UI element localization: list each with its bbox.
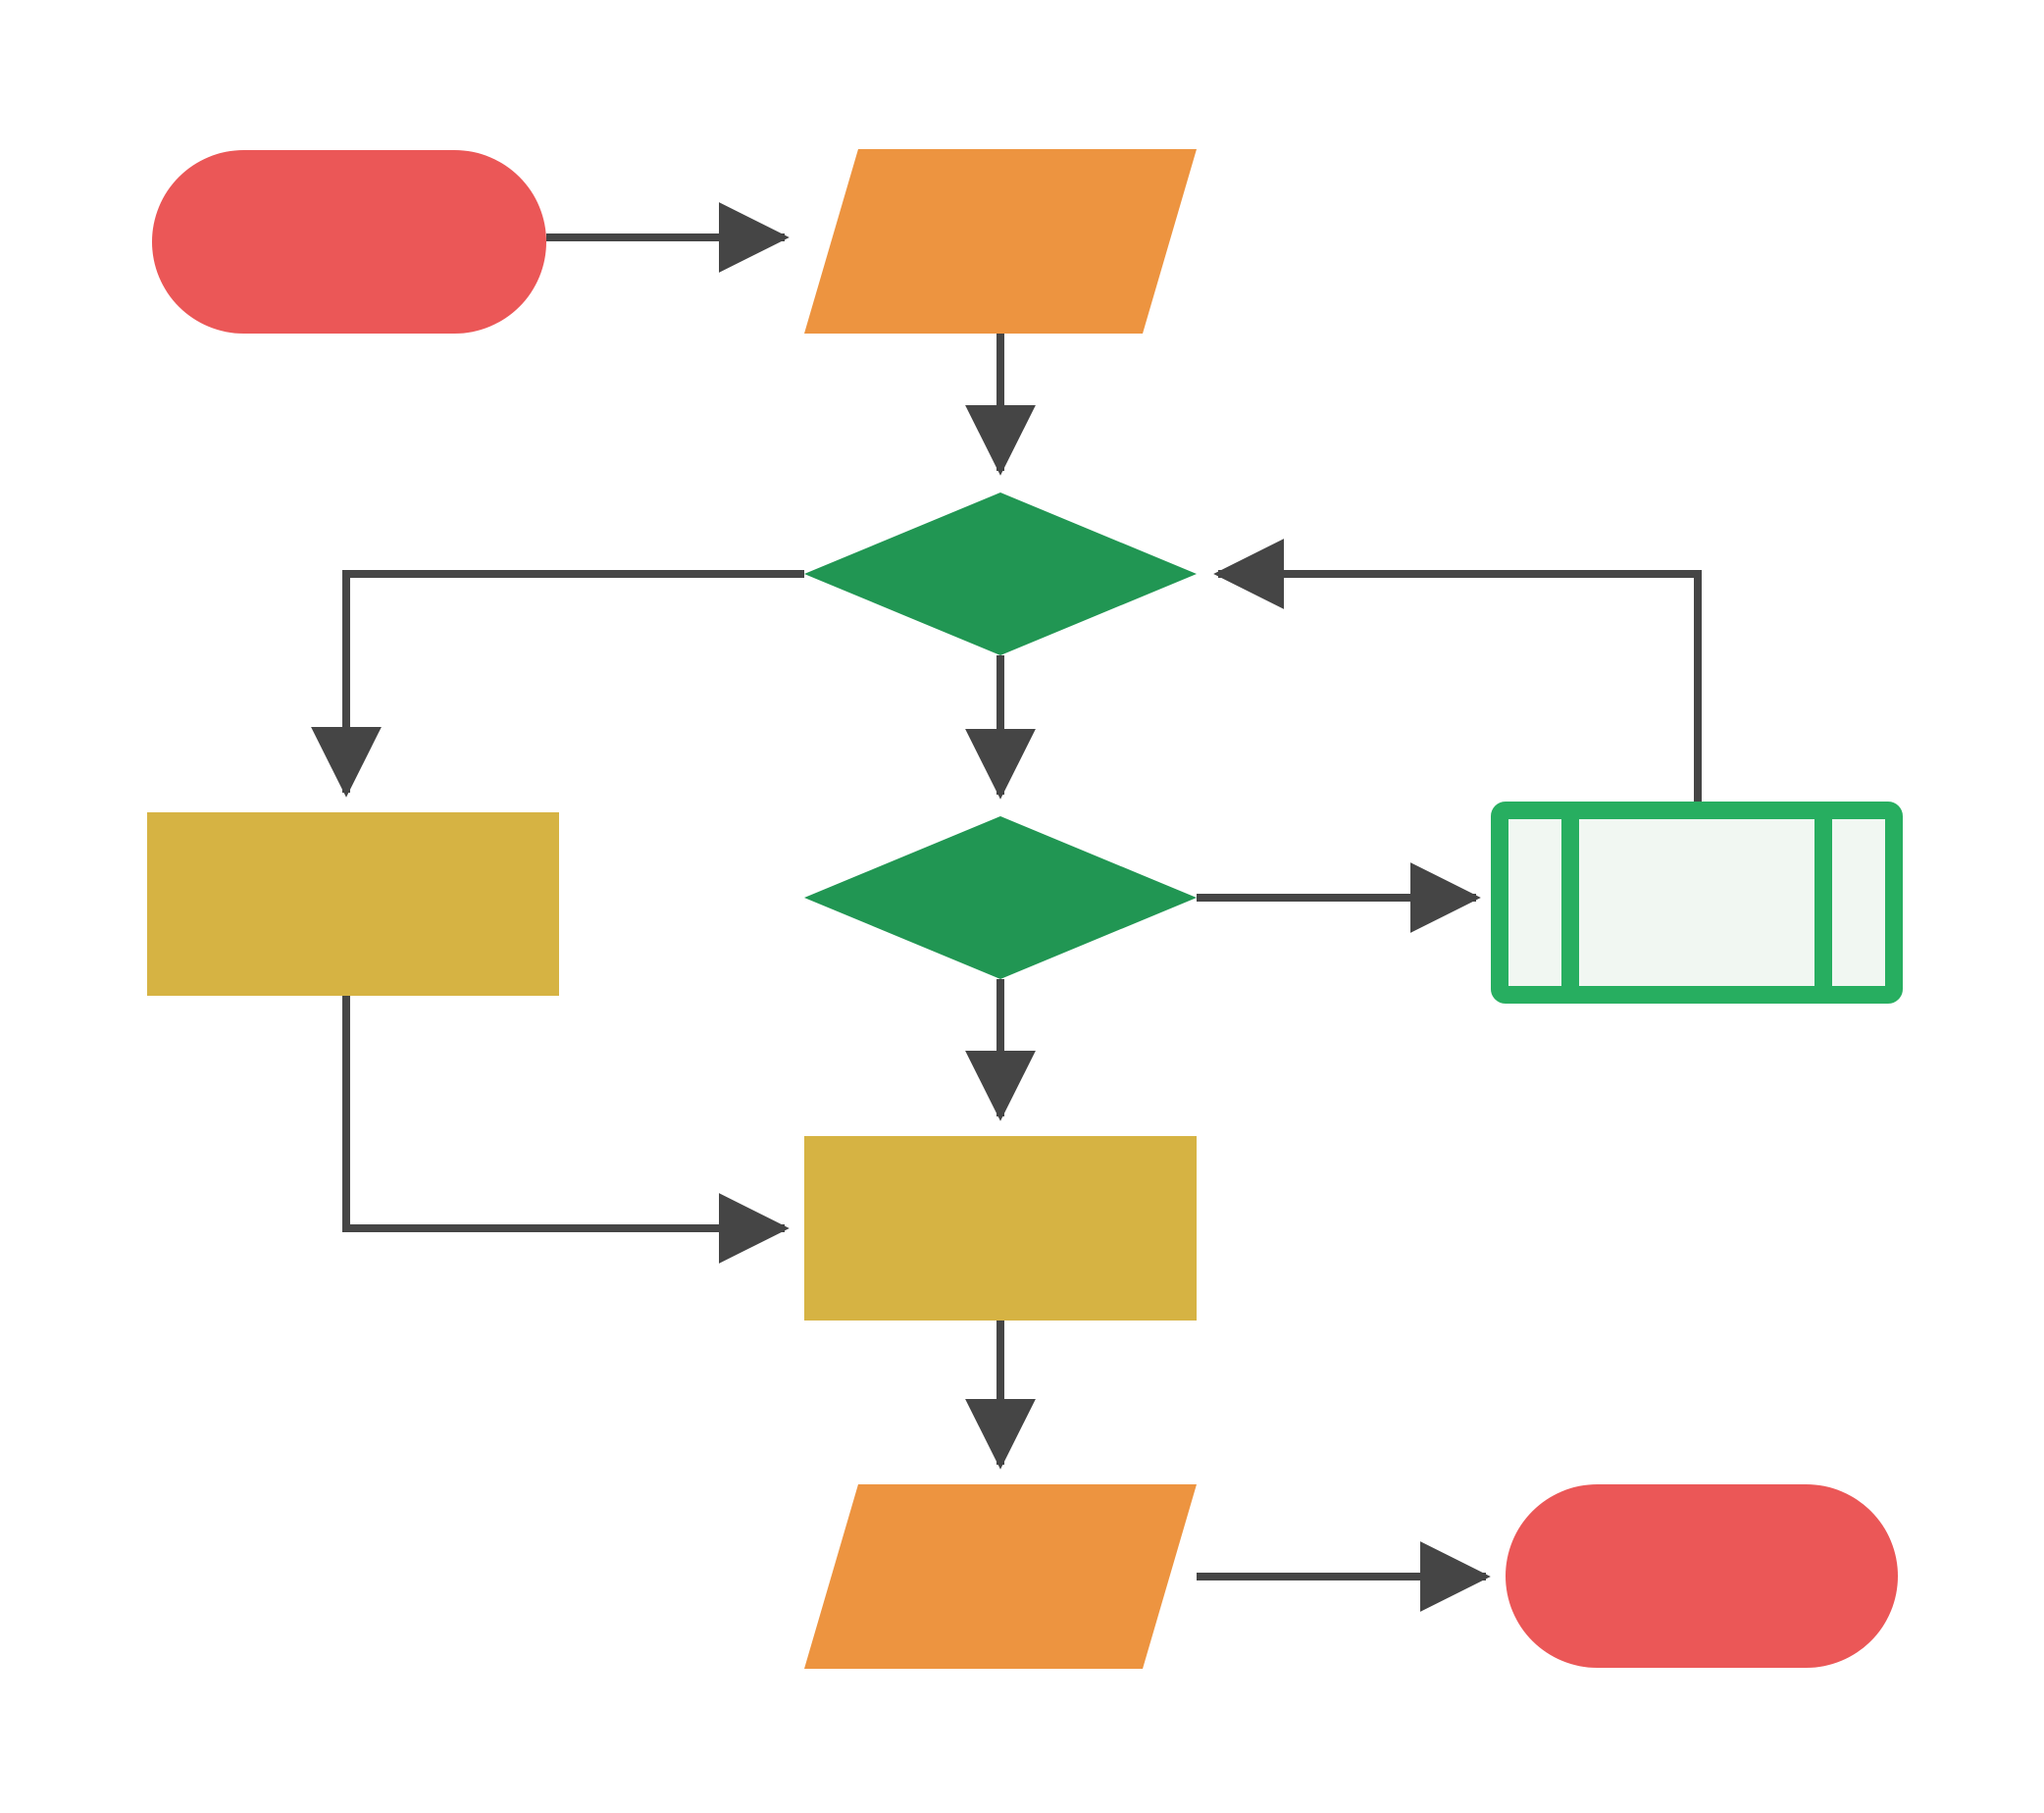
node-input-parallelogram[interactable] [804, 149, 1197, 334]
output-parallelogram-shape[interactable] [804, 1484, 1197, 1669]
decision-1-diamond-shape[interactable] [804, 492, 1197, 655]
node-process-left-rectangle[interactable] [147, 812, 559, 996]
node-subroutine-predefined-process[interactable] [1491, 802, 1903, 1004]
edge-subroutine-to-decision-1 [1213, 539, 1702, 806]
node-output-parallelogram[interactable] [804, 1484, 1197, 1669]
decision-2-diamond-shape[interactable] [804, 816, 1197, 979]
process-middle-rectangle-shape[interactable] [804, 1136, 1197, 1321]
node-end-terminator[interactable] [1506, 1484, 1898, 1668]
subroutine-outer-shape[interactable] [1491, 802, 1903, 1004]
start-terminator-shape[interactable] [152, 150, 546, 334]
edge-decision-1-to-process-left [311, 570, 804, 798]
node-process-middle-rectangle[interactable] [804, 1136, 1197, 1321]
input-parallelogram-shape[interactable] [804, 149, 1197, 334]
node-start-terminator[interactable] [152, 150, 546, 334]
node-decision-1-diamond[interactable] [804, 492, 1197, 655]
end-terminator-shape[interactable] [1506, 1484, 1898, 1668]
node-decision-2-diamond[interactable] [804, 816, 1197, 979]
process-left-rectangle-shape[interactable] [147, 812, 559, 996]
edge-layer [311, 202, 1702, 1612]
edge-process-left-to-process-middle [342, 996, 790, 1264]
node-layer [147, 149, 1903, 1669]
